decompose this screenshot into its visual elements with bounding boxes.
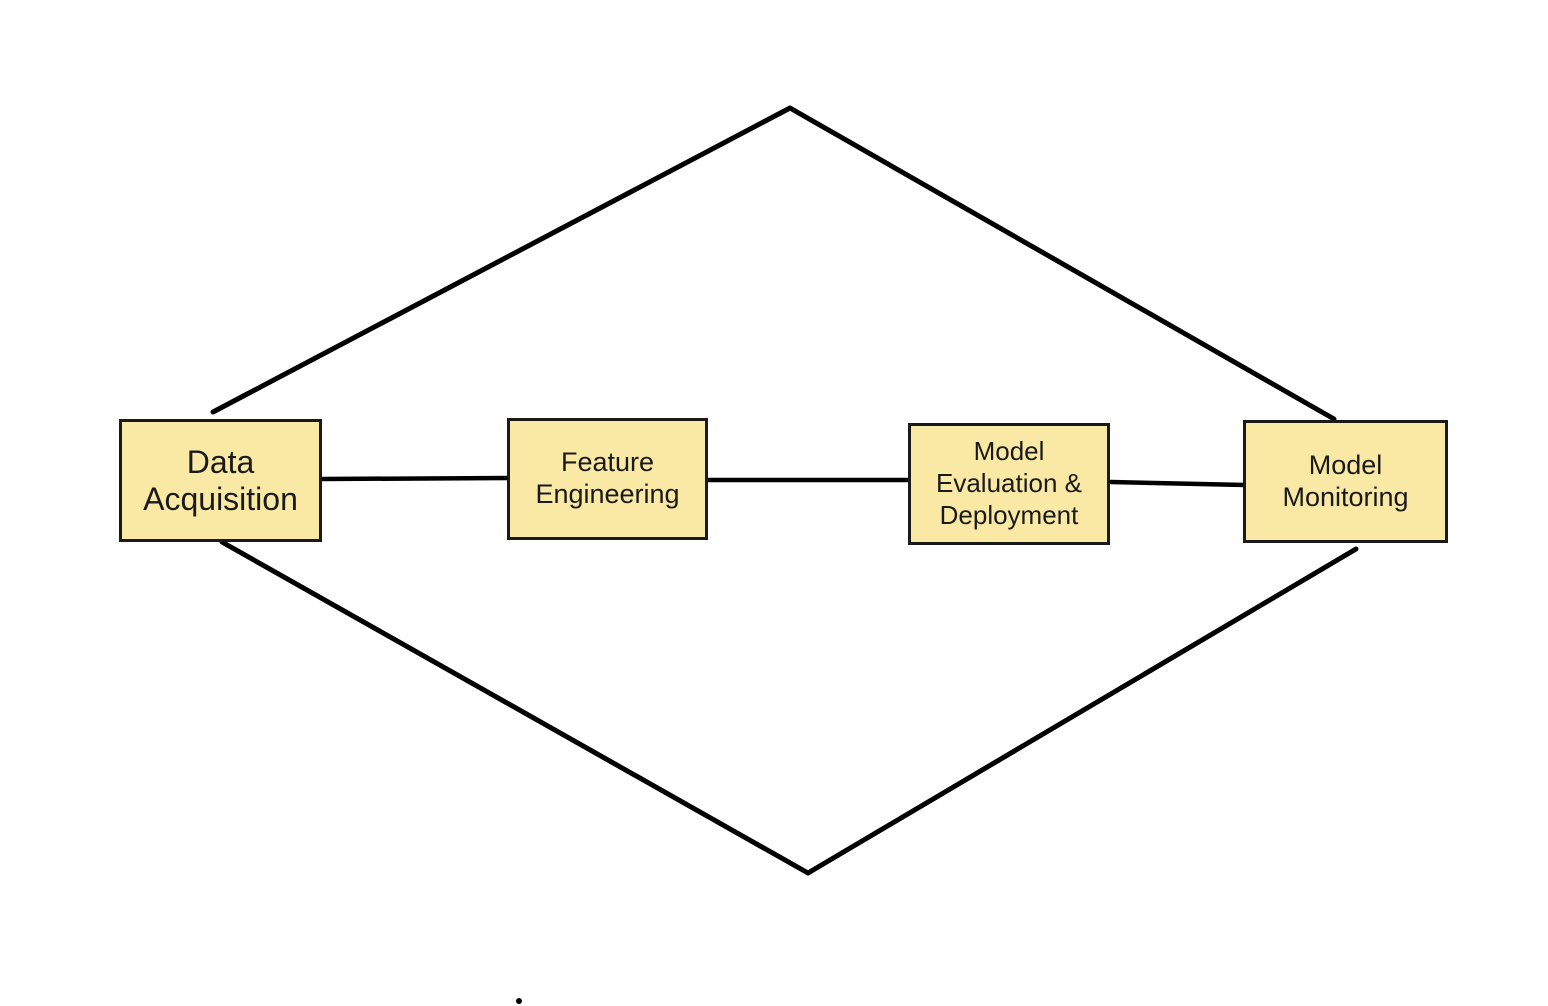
node-feature-engineering-label: Feature Engineering bbox=[535, 447, 680, 509]
diamond-edge-bottom-left bbox=[219, 539, 811, 876]
node-model-evaluation-deployment: Model Evaluation & Deployment bbox=[908, 423, 1110, 545]
stray-dot-2 bbox=[516, 998, 522, 1004]
node-feature-engineering: Feature Engineering bbox=[507, 418, 708, 540]
connector-model-evaluation-to-model-monitoring bbox=[1108, 479, 1248, 488]
node-model-evaluation-deployment-label: Model Evaluation & Deployment bbox=[936, 436, 1082, 530]
diamond-edge-bottom-right bbox=[805, 546, 1359, 876]
node-data-acquisition-label: Data Acquisition bbox=[143, 443, 298, 517]
node-data-acquisition: Data Acquisition bbox=[119, 419, 322, 542]
node-model-monitoring: Model Monitoring bbox=[1243, 420, 1448, 543]
node-model-monitoring-label: Model Monitoring bbox=[1282, 449, 1409, 512]
diamond-edge-top-right bbox=[787, 105, 1337, 422]
diamond-edge-top-left bbox=[210, 105, 793, 415]
connector-data-acquisition-to-feature-engineering bbox=[320, 475, 512, 482]
